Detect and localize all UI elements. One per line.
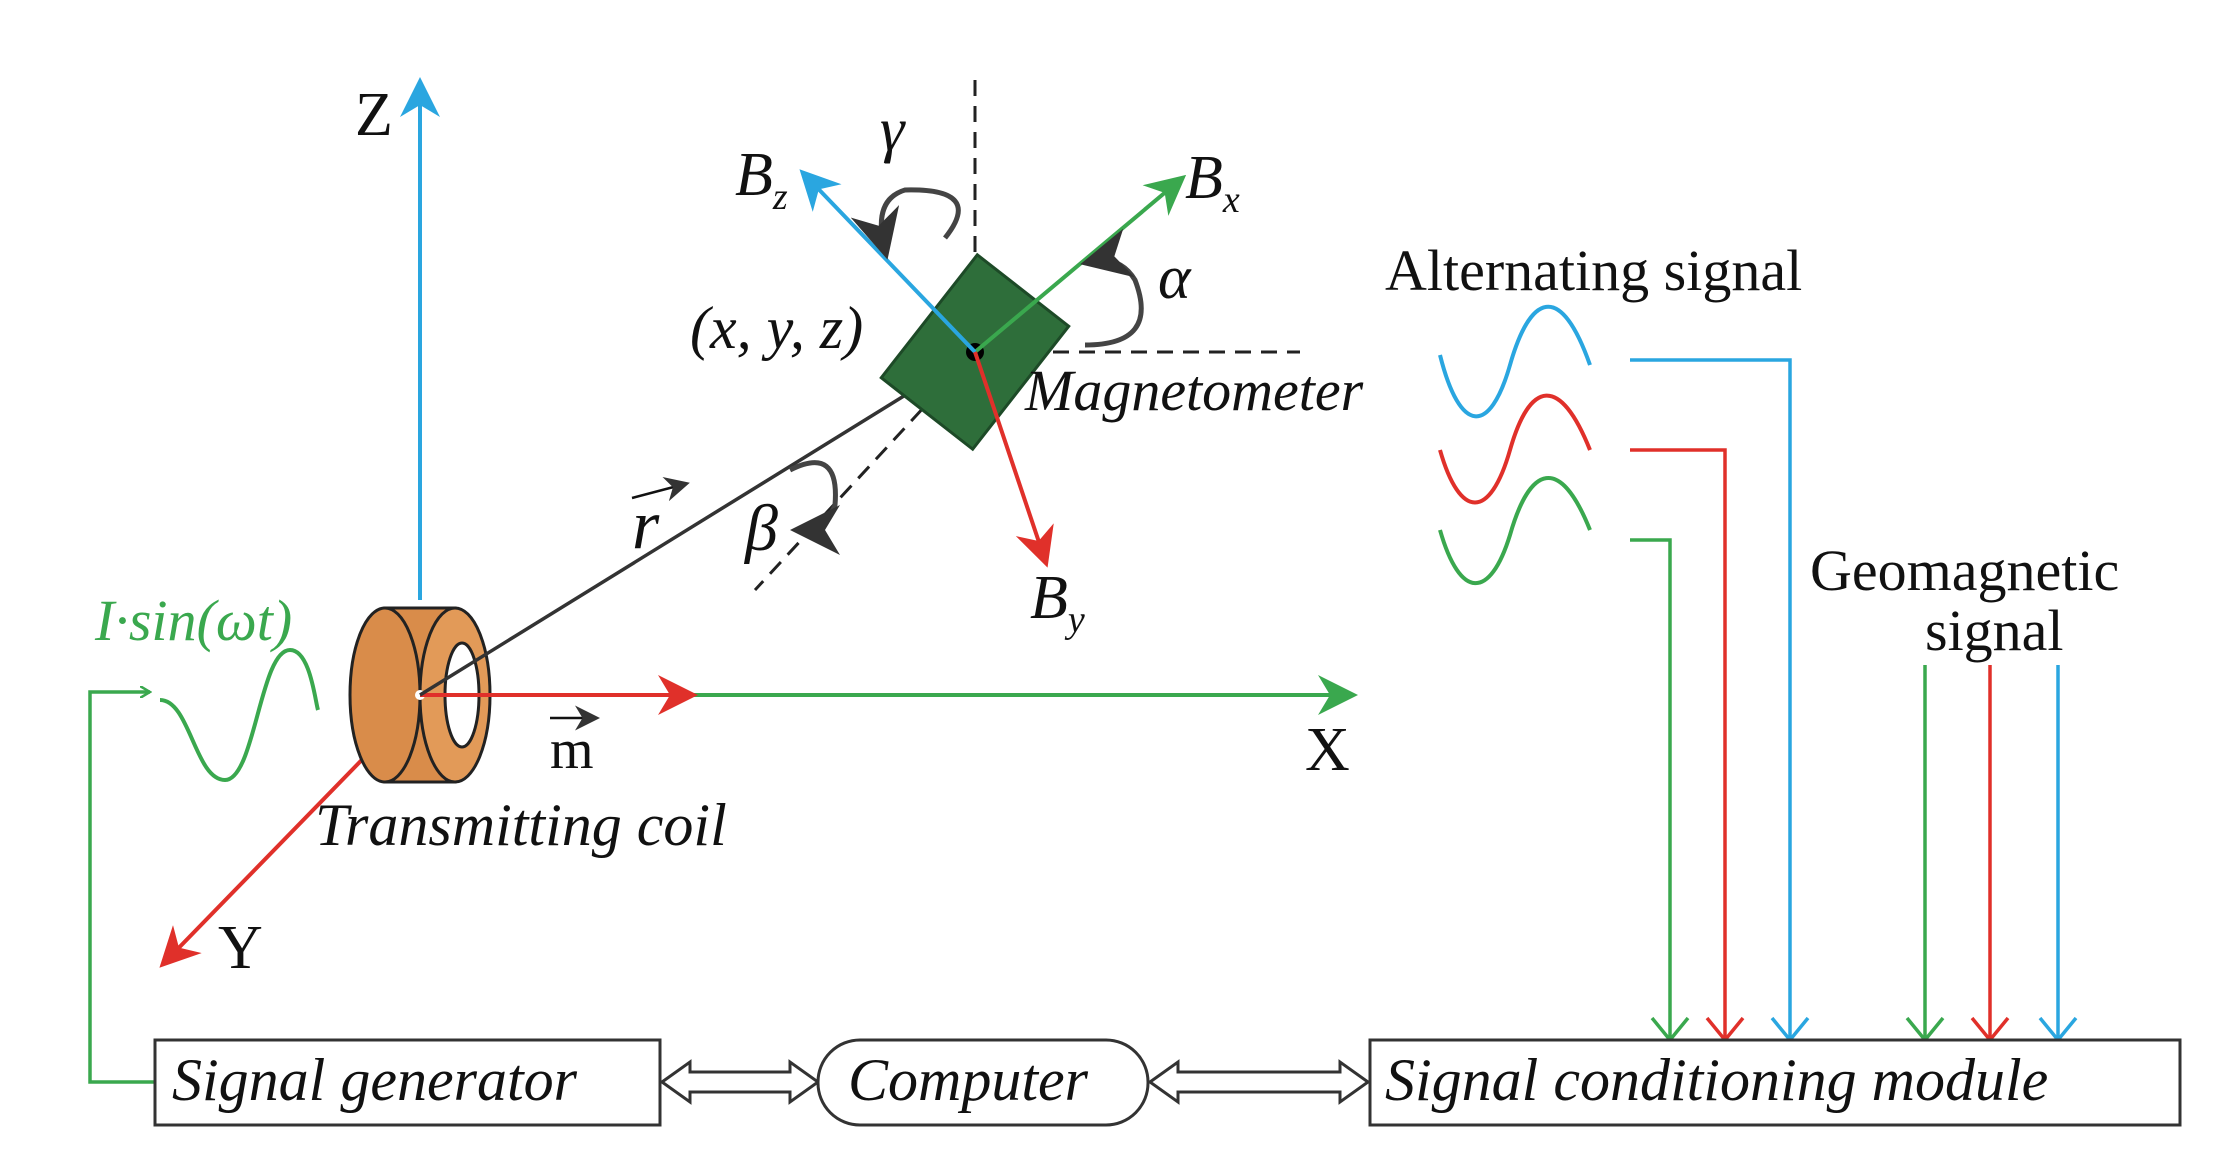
- coil-label: Transmitting coil: [315, 792, 727, 858]
- signal-conditioning-label: Signal conditioning module: [1385, 1047, 2048, 1113]
- alternating-waves: [1438, 304, 1592, 586]
- alternating-wave-red: [1438, 393, 1592, 505]
- excitation-wave: [159, 647, 320, 783]
- by-label: By: [1030, 564, 1085, 641]
- position-vector-label: r: [631, 477, 690, 564]
- computer-block: Computer: [816, 1038, 1150, 1127]
- bz-label: Bz: [735, 141, 788, 218]
- svg-text:m: m: [550, 719, 594, 781]
- alternating-route-green: [1630, 538, 1672, 1038]
- bx-axis: [973, 174, 1187, 354]
- alternating-route-blue: [1630, 358, 1792, 1038]
- geomagnetic-label-2: signal: [1925, 598, 2064, 663]
- signal-generator-block: Signal generator: [153, 1038, 662, 1127]
- svg-text:r: r: [632, 487, 660, 564]
- computer-conditioning-link: [1147, 1059, 1371, 1105]
- gamma-angle-arc: [850, 187, 961, 260]
- beta-angle-arc: [788, 460, 841, 555]
- x-axis-label: X: [1305, 716, 1350, 784]
- alternating-wave-blue: [1438, 304, 1592, 419]
- geomagnetic-label: Geomagnetic: [1810, 538, 2119, 603]
- bz-axis: [799, 169, 977, 354]
- magnetometer: [799, 80, 1300, 568]
- bx-label: Bx: [1185, 144, 1240, 221]
- by-axis: [973, 351, 1054, 568]
- excitation-feedback-line: [88, 692, 155, 1084]
- y-axis-label: Y: [218, 914, 263, 982]
- excitation-label: I·sin(ωt): [94, 588, 292, 653]
- generator-computer-link: [659, 1059, 821, 1105]
- position-vector: [419, 348, 981, 697]
- computer-label: Computer: [848, 1047, 1089, 1113]
- magnetometer-label: Magnetometer: [1024, 358, 1364, 423]
- moment-vector-label: m: [550, 705, 600, 781]
- coil-back-face: [348, 606, 422, 784]
- signal-conditioning-block: Signal conditioning module: [1368, 1038, 2182, 1127]
- gamma-label: γ: [880, 96, 906, 164]
- signal-generator-label: Signal generator: [172, 1047, 578, 1113]
- alternating-route-red: [1630, 448, 1727, 1038]
- beta-label: β: [743, 492, 778, 565]
- alternating-wave-green: [1438, 476, 1592, 586]
- alternating-signal-label: Alternating signal: [1385, 238, 1802, 303]
- alpha-angle-arc: [1080, 228, 1144, 348]
- position-label: (x, y, z): [690, 295, 863, 361]
- alpha-label: α: [1158, 244, 1192, 312]
- z-axis-label: Z: [355, 81, 393, 149]
